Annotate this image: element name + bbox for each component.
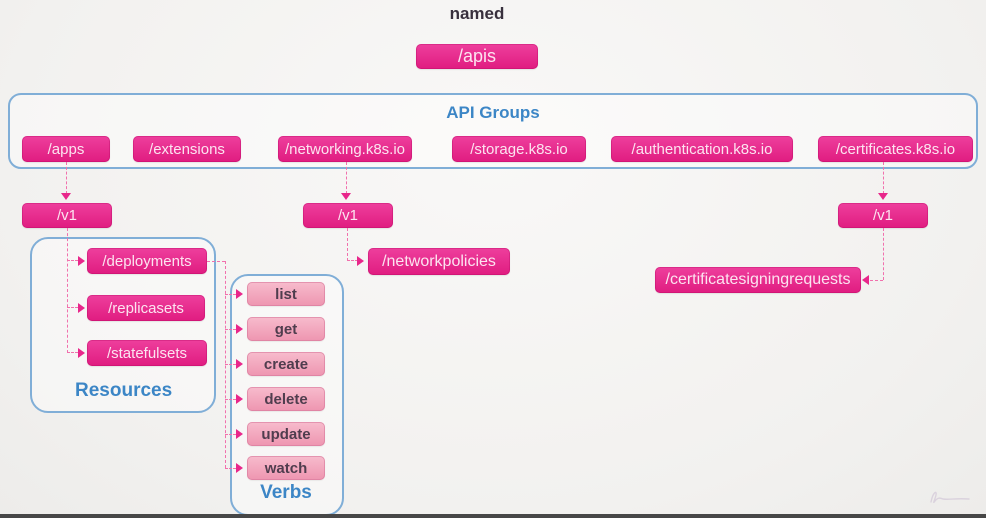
arrowhead-right-icon [236,394,243,404]
bottom-bar [0,514,986,518]
connector-branch-statefulsets [67,352,78,353]
node-statefulsets: /statefulsets [87,340,207,366]
node-certificatesigningrequests: /certificatesigningrequests [655,267,861,293]
node-verb-create: create [247,352,325,376]
node-networking-k8s-io: /networking.k8s.io [278,136,412,162]
node-certificates-k8s-io: /certificates.k8s.io [818,136,973,162]
watermark-signature [930,491,970,504]
connector-v1-csr-h [870,280,883,281]
arrowhead-right-icon [236,463,243,473]
node-verb-delete: delete [247,387,325,411]
arrowhead-down-icon [61,193,71,200]
connector-branch-deployments [67,260,78,261]
node-verb-watch: watch [247,456,325,480]
node-v1-networking: /v1 [303,203,393,228]
arrowhead-down-icon [878,193,888,200]
api-groups-title: API Groups [446,103,540,122]
connector-branch-replicasets [67,307,78,308]
named-label: named [449,4,505,23]
node-replicasets: /replicasets [87,295,205,321]
arrowhead-right-icon [78,303,85,313]
connector-v1-resources-spine [67,228,68,353]
arrowhead-right-icon [236,359,243,369]
arrowhead-right-icon [236,289,243,299]
connector-v1-networkpolicies-h [347,260,358,261]
node-authentication-k8s-io: /authentication.k8s.io [611,136,793,162]
node-apis: /apis [416,44,538,69]
connector-certificates-v1 [883,162,884,194]
arrowhead-right-icon [78,256,85,266]
arrowhead-right-icon [236,324,243,334]
node-apps: /apps [22,136,110,162]
connector-branch-watch [225,468,236,469]
node-v1-certificates: /v1 [838,203,928,228]
node-networkpolicies: /networkpolicies [368,248,510,275]
node-extensions: /extensions [133,136,241,162]
connector-v1-networkpolicies-v [347,228,348,261]
arrowhead-right-icon [78,348,85,358]
node-verb-update: update [247,422,325,446]
connector-v1-csr-v [883,228,884,280]
connector-branch-get [225,329,236,330]
connector-branch-delete [225,399,236,400]
node-storage-k8s-io: /storage.k8s.io [452,136,586,162]
arrowhead-right-icon [236,429,243,439]
verbs-title: Verbs [260,482,312,503]
connector-networking-v1 [346,162,347,194]
arrowhead-left-icon [862,275,869,285]
node-deployments: /deployments [87,248,207,274]
arrowhead-right-icon [357,256,364,266]
arrowhead-down-icon [341,193,351,200]
node-verb-list: list [247,282,325,306]
node-v1-apps: /v1 [22,203,112,228]
connector-branch-update [225,434,236,435]
node-verb-get: get [247,317,325,341]
connector-apps-v1 [66,162,67,194]
connector-branch-create [225,364,236,365]
connector-deployments-verbs-h [207,261,225,262]
resources-title: Resources [75,380,173,401]
connector-branch-list [225,294,236,295]
